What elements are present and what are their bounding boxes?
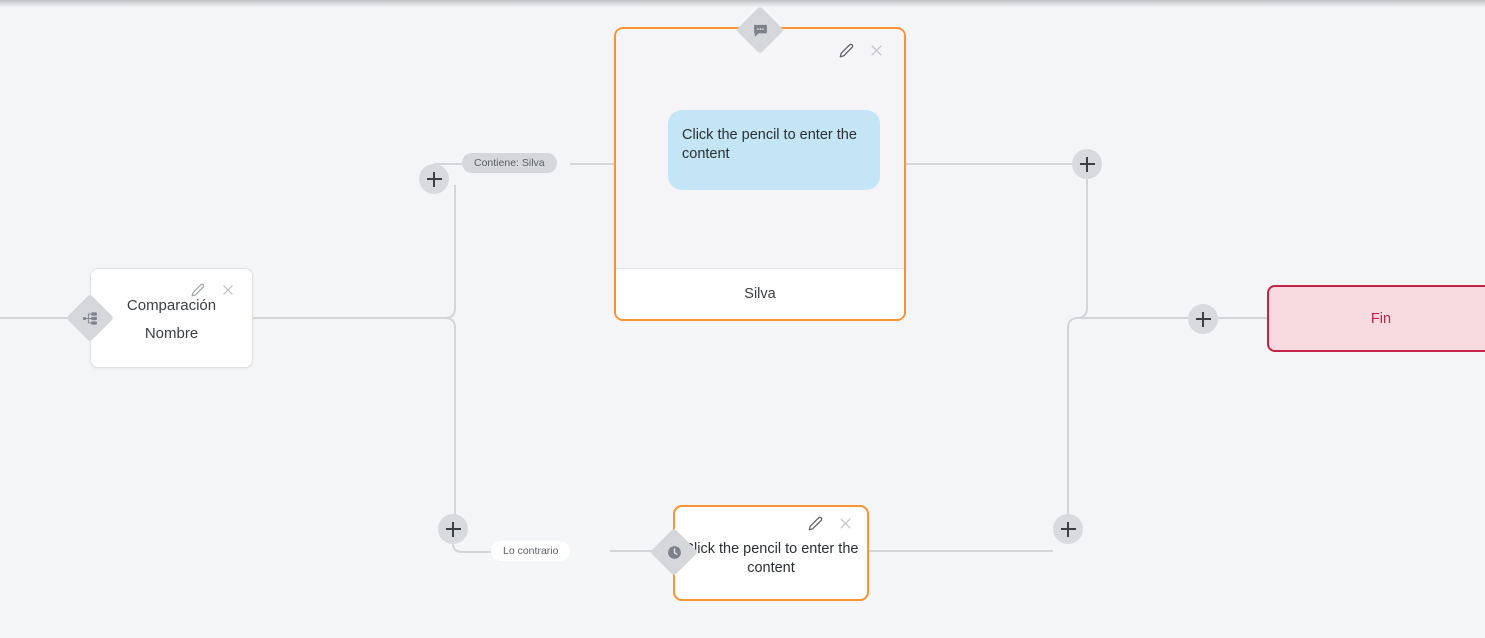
top-chrome-strip xyxy=(0,0,1485,7)
pencil-icon[interactable] xyxy=(190,282,206,298)
edge-top-merge xyxy=(1076,179,1188,319)
edge-label-contiene-silva[interactable]: Contiene: Silva xyxy=(462,153,557,173)
edge-comparacion-to-true xyxy=(253,185,456,319)
comparacion-tools xyxy=(190,282,236,298)
close-icon[interactable] xyxy=(220,282,236,298)
edge-false-plus-to-label xyxy=(452,543,492,553)
node-message-top[interactable]: Click the pencil to enter the content Si… xyxy=(614,27,906,321)
add-node-button-before-fin[interactable] xyxy=(1188,304,1218,334)
message-bottom-tools xyxy=(807,515,853,531)
edge-label-lo-contrario[interactable]: Lo contrario xyxy=(491,541,571,561)
add-node-button-after-top-message[interactable] xyxy=(1072,149,1102,179)
chat-bubble-icon xyxy=(752,22,769,39)
comparacion-title: Comparación xyxy=(126,297,217,314)
add-node-button-after-bottom-message[interactable] xyxy=(1053,514,1083,544)
node-fin[interactable]: Fin xyxy=(1267,285,1485,352)
node-message-bottom[interactable]: Click the pencil to enter the content xyxy=(673,505,869,601)
message-bubble: Click the pencil to enter the content xyxy=(668,110,880,190)
close-icon[interactable] xyxy=(837,515,853,531)
message-bottom-text: Click the pencil to enter the content xyxy=(683,541,859,576)
comparacion-badge[interactable] xyxy=(65,293,115,343)
edge-comparacion-to-false xyxy=(253,317,456,519)
node-comparacion[interactable]: Comparación Nombre xyxy=(90,268,253,368)
message-bottom-badge[interactable] xyxy=(649,527,699,577)
comparacion-subtitle: Nombre xyxy=(144,325,199,342)
pencil-icon[interactable] xyxy=(838,42,854,58)
add-node-button-true-branch[interactable] xyxy=(419,164,449,194)
edge-bottom-merge xyxy=(1067,317,1188,514)
clock-icon xyxy=(666,544,683,561)
message-top-badge[interactable] xyxy=(735,5,785,55)
message-top-footer: Silva xyxy=(616,268,904,319)
fin-label: Fin xyxy=(1370,310,1392,327)
sitemap-icon xyxy=(82,310,99,327)
message-top-body: Click the pencil to enter the content xyxy=(616,29,904,269)
close-icon[interactable] xyxy=(868,42,884,58)
message-top-tools xyxy=(838,42,884,58)
pencil-icon[interactable] xyxy=(807,515,823,531)
add-node-button-false-branch[interactable] xyxy=(438,514,468,544)
